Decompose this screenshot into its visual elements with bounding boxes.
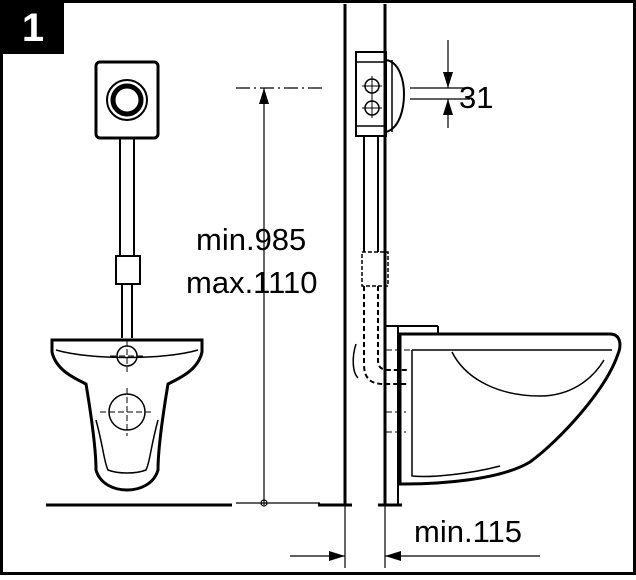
button-offset-label: 31 bbox=[459, 80, 494, 115]
height-dimension bbox=[236, 87, 322, 507]
flush-plate-side bbox=[385, 59, 406, 133]
flush-button bbox=[110, 83, 144, 117]
flush-plate bbox=[94, 60, 160, 140]
front-pipe-connector bbox=[115, 255, 141, 285]
bowl-front bbox=[50, 338, 204, 492]
height-min-label: min.985 bbox=[196, 222, 307, 257]
pipe-connector-side bbox=[361, 251, 389, 287]
flush-plate-outer-ring bbox=[106, 79, 148, 121]
bowl-side bbox=[398, 332, 622, 486]
figure-number-badge: 1 bbox=[2, 2, 64, 54]
side-section bbox=[343, 4, 622, 505]
cistern-box bbox=[355, 51, 387, 137]
front-view bbox=[50, 60, 204, 492]
height-max-label: max.1110 bbox=[186, 265, 318, 300]
button-offset-dimension bbox=[410, 40, 470, 128]
wall-depth-dimension bbox=[290, 505, 540, 568]
wall-depth-label: min.115 bbox=[414, 514, 522, 549]
